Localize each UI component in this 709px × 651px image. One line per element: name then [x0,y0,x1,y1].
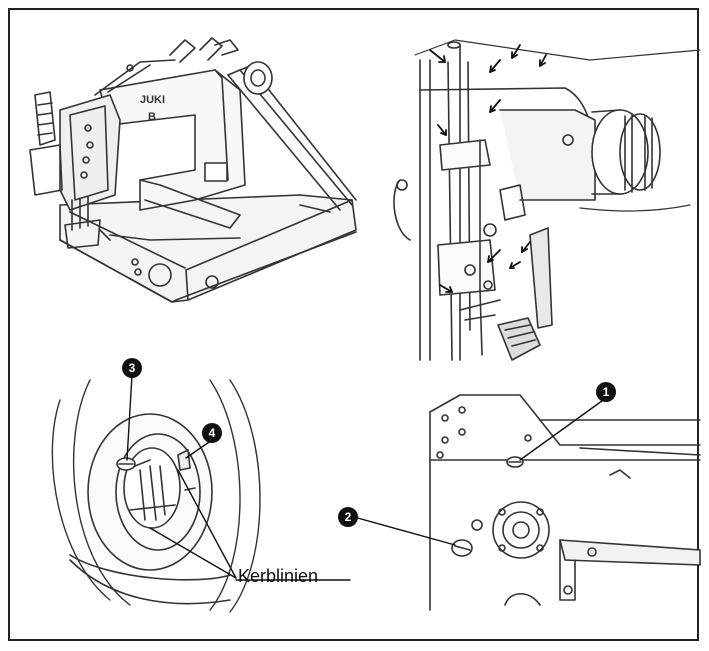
callout-number-4: 4 [209,426,216,440]
machine-model-text: B [148,111,156,123]
needle-bar-detail-illustration [393,39,701,361]
handwheel-detail-illustration [51,379,261,613]
callout-badge-2: 2 [338,507,358,527]
sewing-machine-illustration [29,37,357,303]
callout-number-1: 1 [603,385,610,399]
callout-badge-4: 4 [202,423,222,443]
callout-badge-1: 1 [596,382,616,402]
callout-leader-lines [126,374,607,546]
bed-plate-detail-illustration [429,394,701,611]
figure-frame [8,8,699,641]
kerblinien-label: Kerblinien [238,566,319,586]
callout-badge-3: 3 [122,358,142,378]
callout-number-3: 3 [129,361,136,375]
callout-number-2: 2 [345,510,352,524]
kerblinien-leader-lines [149,469,351,581]
machine-brand-text: JUKI [140,94,165,106]
